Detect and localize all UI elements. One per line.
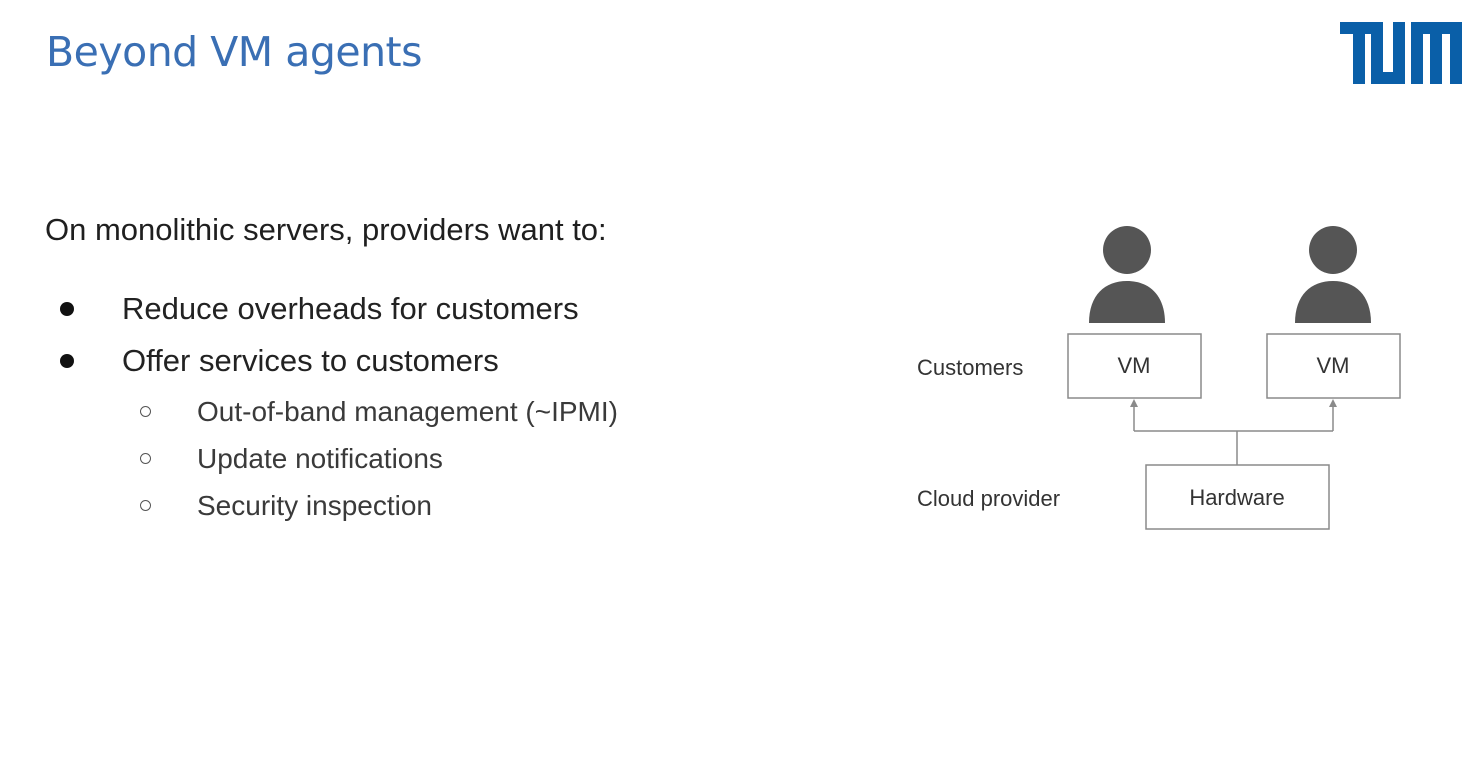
sub-bullet-item: Out-of-band management (~IPMI) <box>140 390 618 437</box>
tum-logo-icon <box>1340 22 1462 84</box>
cloud-provider-label: Cloud provider <box>917 486 1060 511</box>
hollow-bullet-icon <box>140 453 151 464</box>
hollow-bullet-icon <box>140 500 151 511</box>
sub-bullet-text: Out-of-band management (~IPMI) <box>197 396 618 427</box>
vm-box-left-label: VM <box>1118 353 1151 378</box>
hardware-box <box>1145 464 1330 530</box>
connector-lines <box>1133 404 1334 465</box>
bullet-dot-icon <box>60 354 74 368</box>
arrow-up-icon <box>1329 399 1337 407</box>
sub-bullet-list: Out-of-band management (~IPMI) Update no… <box>140 390 618 531</box>
bullet-list: Reduce overheads for customers Offer ser… <box>60 285 579 389</box>
bullet-text: Reduce overheads for customers <box>122 291 579 326</box>
arrow-up-icon <box>1130 399 1138 407</box>
user-icon <box>1089 226 1165 323</box>
slide-title: Beyond VM agents <box>46 28 423 76</box>
hollow-bullet-icon <box>140 406 151 417</box>
sub-bullet-text: Update notifications <box>197 443 443 474</box>
intro-text: On monolithic servers, providers want to… <box>45 212 607 247</box>
hardware-box-label: Hardware <box>1189 485 1284 510</box>
sub-bullet-item: Security inspection <box>140 484 618 531</box>
sub-bullet-item: Update notifications <box>140 437 618 484</box>
bullet-item: Reduce overheads for customers <box>60 285 579 337</box>
bullet-text: Offer services to customers <box>122 343 499 378</box>
vm-box-right-label: VM <box>1317 353 1350 378</box>
architecture-diagram: Customers Cloud provider VM VM Hardware <box>917 226 1401 530</box>
sub-bullet-text: Security inspection <box>197 490 433 521</box>
customers-label: Customers <box>917 355 1023 380</box>
user-icon <box>1295 226 1371 323</box>
vm-box-left <box>1067 333 1202 399</box>
bullet-item: Offer services to customers <box>60 337 579 389</box>
vm-box-right <box>1266 333 1401 399</box>
bullet-dot-icon <box>60 302 74 316</box>
